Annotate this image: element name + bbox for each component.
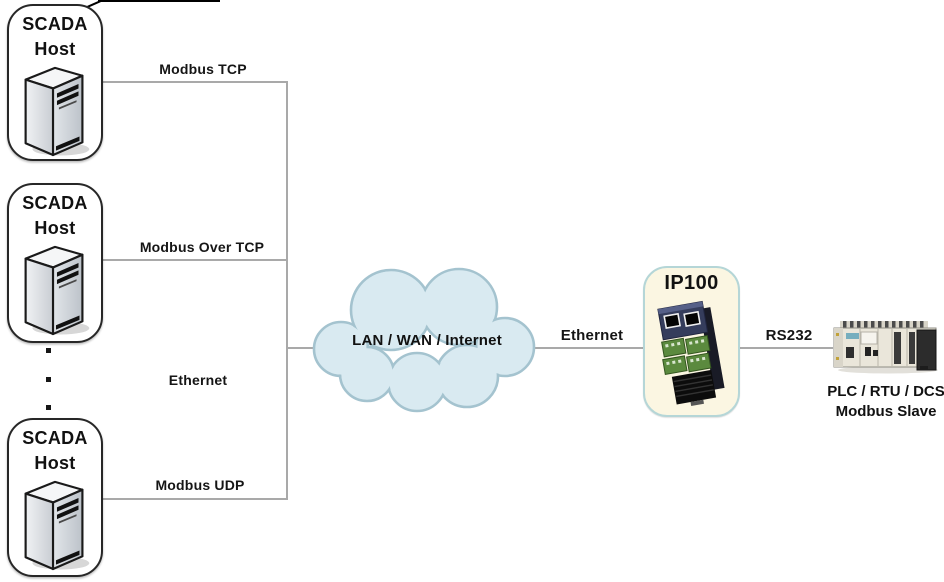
scada-host-subtitle: Host bbox=[34, 453, 76, 473]
link-label-modbus-udp: Modbus UDP bbox=[155, 477, 245, 493]
crop-artifact-line bbox=[98, 0, 220, 2]
link-line-modbus-udp bbox=[103, 498, 288, 500]
vertical-ellipsis-dot bbox=[46, 377, 51, 382]
link-label-ethernet-right: Ethernet bbox=[560, 327, 624, 344]
gateway-title: IP100 bbox=[664, 272, 719, 294]
scada-host-subtitle: Host bbox=[34, 218, 76, 238]
cloud-label: LAN / WAN / Internet bbox=[352, 332, 502, 349]
scada-host-node-2: SCADA Host bbox=[7, 183, 103, 343]
server-tower-icon bbox=[24, 245, 90, 336]
server-tower-icon bbox=[24, 480, 90, 571]
trunk-line bbox=[286, 81, 288, 500]
scada-host-title: SCADA bbox=[22, 428, 88, 448]
cloud-shape bbox=[309, 255, 537, 419]
vertical-ellipsis-dot bbox=[46, 348, 51, 353]
scada-host-node-1: SCADA Host bbox=[7, 4, 103, 161]
link-label-rs232: RS232 bbox=[765, 327, 813, 344]
cloud-icon bbox=[312, 267, 536, 413]
gateway-device-icon bbox=[656, 300, 725, 406]
slave-caption-line2: Modbus Slave bbox=[835, 403, 937, 420]
cloud-to-gateway-line bbox=[528, 347, 643, 349]
slave-caption: PLC / RTU / DCS Modbus Slave bbox=[827, 382, 944, 422]
scada-host-title: SCADA bbox=[22, 14, 88, 34]
vertical-ellipsis-dot bbox=[46, 405, 51, 410]
scada-host-node-3: SCADA Host bbox=[7, 418, 103, 577]
link-line-modbus-over-tcp bbox=[103, 259, 288, 261]
slave-caption-line1: PLC / RTU / DCS bbox=[827, 383, 944, 400]
scada-host-subtitle: Host bbox=[34, 39, 76, 59]
slave-device-node bbox=[830, 317, 944, 375]
link-line-modbus-tcp bbox=[103, 81, 288, 83]
scada-host-title: SCADA bbox=[22, 193, 88, 213]
link-label-ethernet-left: Ethernet bbox=[168, 372, 228, 388]
gateway-node-ip100: IP100 bbox=[643, 266, 740, 417]
plc-rack-icon bbox=[833, 321, 938, 374]
link-label-modbus-over-tcp: Modbus Over TCP bbox=[139, 239, 265, 255]
gateway-to-slave-line bbox=[740, 347, 833, 349]
link-label-modbus-tcp: Modbus TCP bbox=[159, 61, 247, 77]
server-tower-icon bbox=[24, 66, 90, 157]
trunk-to-cloud-line bbox=[287, 347, 337, 349]
